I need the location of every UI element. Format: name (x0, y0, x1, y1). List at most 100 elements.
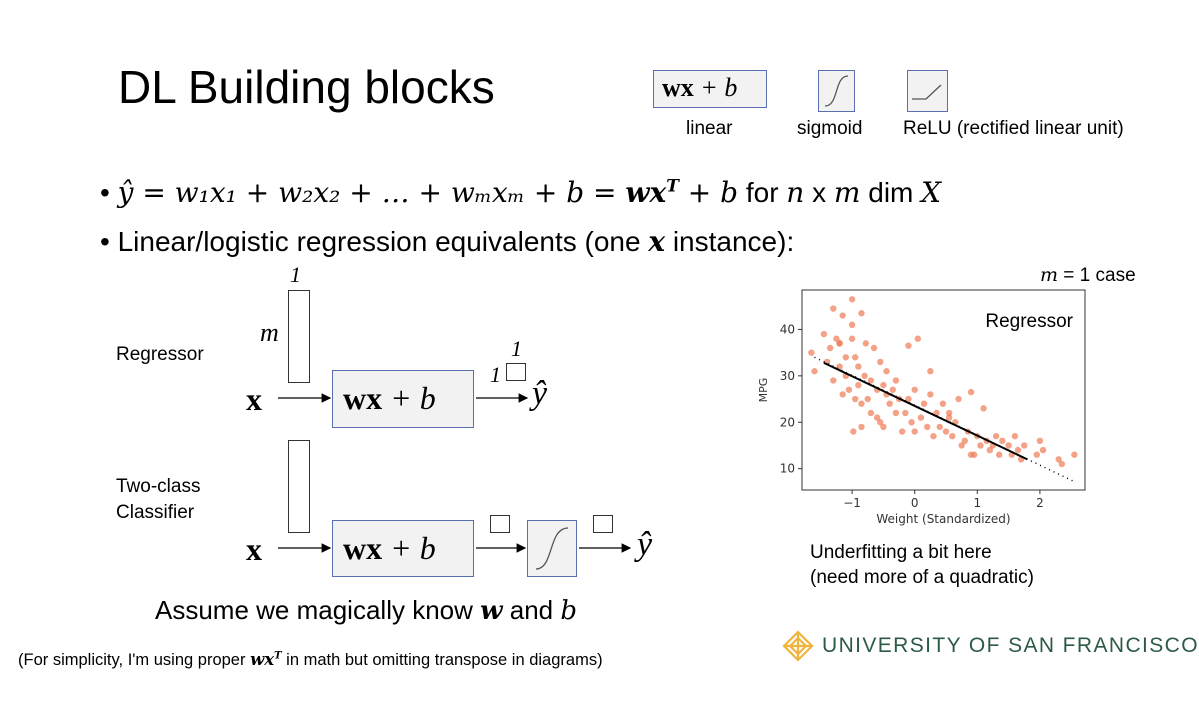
data-point (949, 432, 956, 440)
data-point (1005, 442, 1012, 449)
chart-annotation: Regressor (985, 311, 1073, 332)
x-axis-label: Weight (Standardized) (876, 512, 1010, 526)
data-point (830, 305, 837, 312)
regressor-input-x: x (246, 381, 262, 417)
data-point (850, 428, 857, 435)
bullet2-text-b: instance): (665, 226, 795, 257)
assume-text-a: Assume we magically know (155, 595, 481, 625)
classifier-linear-block: wx + b (332, 520, 474, 577)
regressor-dim-one: 1 (290, 262, 301, 287)
data-point (958, 442, 965, 449)
data-point (855, 363, 862, 370)
data-point (980, 405, 987, 412)
formula-n: n (786, 176, 805, 209)
data-point (852, 354, 859, 361)
relu-label: ReLU (rectified linear unit) (903, 118, 1124, 139)
formula-for: for (738, 177, 787, 208)
linear-block-icon: wx + b (653, 70, 767, 108)
data-point (861, 372, 868, 380)
data-point (858, 310, 865, 317)
data-point (942, 428, 950, 435)
x-tick-label: 0 (911, 496, 919, 510)
data-point (977, 442, 984, 449)
bullet-formula: • ŷ = w₁x₁ + w₂x₂ + … + wₘxₘ + b = wxT +… (100, 176, 941, 209)
regressor-out-dim-top: 1 (511, 336, 522, 361)
classifier-box-b: + b (382, 530, 436, 566)
data-point (830, 377, 837, 384)
bullet-dot: • (100, 177, 110, 208)
data-point (999, 437, 1006, 445)
linear-label: linear (686, 118, 733, 139)
note-line1: Underfitting a bit here (810, 542, 992, 563)
x-tick-label: 1 (973, 496, 981, 510)
data-point (826, 344, 834, 352)
data-point (836, 340, 843, 347)
data-point (848, 321, 856, 329)
regressor-dim-m: m (260, 318, 279, 347)
formula-plus-b: + b (678, 176, 739, 209)
footnote: (For simplicity, I'm using proper wxT in… (18, 650, 603, 670)
relu-block-icon (907, 70, 948, 112)
regressor-output-scalar (506, 363, 526, 381)
sigmoid-label: sigmoid (797, 118, 863, 139)
data-point (905, 395, 912, 403)
assume-text-b: and (502, 595, 561, 625)
classifier-linear-output-scalar (490, 515, 510, 533)
diagram-arrows (278, 393, 632, 553)
data-point (862, 340, 870, 347)
classifier-input-x: x (246, 531, 262, 567)
formula-dim: dim (860, 177, 922, 208)
footnote-b: in math but omitting transpose in diagra… (281, 651, 603, 669)
bullet2-text-a: Linear/logistic regression equivalents (… (117, 226, 649, 257)
formula-transpose: T (666, 176, 679, 197)
classifier-sigmoid-output-scalar (593, 515, 613, 533)
data-point (986, 446, 994, 454)
x-tick-label: −1 (843, 496, 861, 510)
case-m: m (1040, 264, 1059, 286)
y-tick-label: 10 (780, 462, 795, 476)
data-point (877, 419, 884, 426)
fit-line (823, 361, 1028, 461)
data-point (877, 358, 884, 366)
linear-formula-rest: + b (693, 73, 738, 102)
regressor-label: Regressor (116, 344, 204, 365)
data-point (1033, 451, 1040, 458)
data-point (811, 368, 818, 375)
note-line2: (need more of a quadratic) (810, 567, 1034, 588)
classifier-output-yhat: ŷ (637, 526, 653, 563)
data-point (1058, 460, 1066, 468)
data-point (842, 354, 850, 361)
data-point (908, 419, 915, 426)
data-point (945, 409, 953, 417)
data-point (845, 386, 853, 393)
regressor-out-dim-left: 1 (490, 362, 501, 387)
usf-logo-mark-icon (782, 630, 814, 662)
regressor-box-b: + b (382, 380, 436, 416)
y-axis-label: MPG (757, 378, 770, 403)
data-point (1011, 432, 1019, 440)
data-point (858, 400, 865, 407)
data-point (870, 344, 878, 352)
data-point (852, 395, 859, 403)
data-point (914, 335, 922, 342)
linear-formula-bold: wx (662, 73, 694, 102)
data-point (808, 349, 815, 356)
footnote-wx: wx (250, 650, 275, 669)
data-point (905, 342, 912, 349)
assume-b: b (560, 596, 577, 626)
data-point (1039, 446, 1047, 454)
data-point (880, 423, 887, 431)
case-label: m = 1 case (1040, 264, 1136, 287)
footnote-a: (For simplicity, I'm using proper (18, 651, 251, 669)
formula-m: m (833, 176, 861, 209)
data-point (992, 432, 1000, 440)
regressor-box-wx: wx (343, 380, 383, 416)
data-point (839, 312, 846, 319)
data-point (886, 400, 893, 407)
regressor-weight-vector (288, 290, 310, 383)
data-point (848, 296, 856, 303)
assume-w: w (480, 596, 503, 626)
data-point (927, 368, 934, 375)
bullet-dot: • (100, 226, 110, 257)
